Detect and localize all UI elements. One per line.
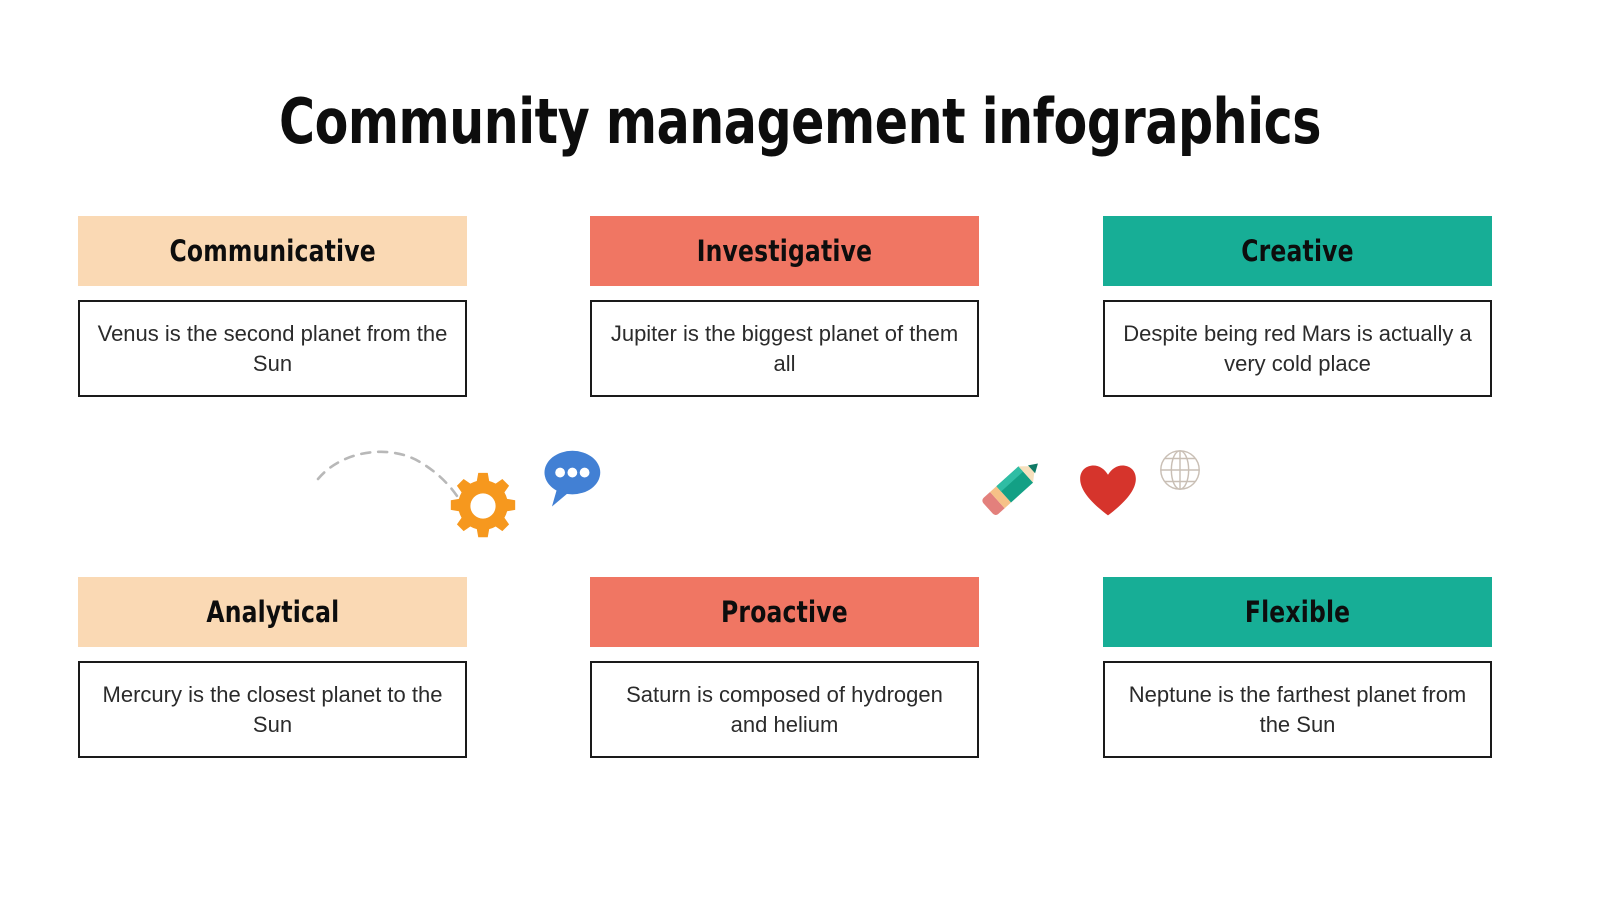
- info-card-body: Saturn is composed of hydrogen and heliu…: [590, 661, 979, 758]
- info-card-investigative[interactable]: Investigative Jupiter is the biggest pla…: [590, 216, 979, 397]
- info-card-body-text: Neptune is the farthest planet from the …: [1128, 681, 1467, 737]
- page-title: Community management infographics: [278, 85, 1322, 158]
- info-card-header: Investigative: [590, 216, 979, 286]
- info-card-header: Communicative: [78, 216, 467, 286]
- info-card-body: Neptune is the farthest planet from the …: [1103, 661, 1492, 758]
- info-card-body: Mercury is the closest planet to the Sun: [78, 661, 467, 758]
- info-card-header: Proactive: [590, 577, 979, 647]
- info-card-body: Venus is the second planet from the Sun: [78, 300, 467, 397]
- info-card-header-label: Flexible: [1244, 595, 1351, 629]
- info-card-header-label: Proactive: [721, 595, 848, 629]
- infographic-grid: Communicative Venus is the second planet…: [78, 216, 1492, 758]
- info-card-header-label: Analytical: [206, 595, 339, 629]
- info-card-header: Analytical: [78, 577, 467, 647]
- info-card-flexible[interactable]: Flexible Neptune is the farthest planet …: [1103, 577, 1492, 758]
- info-card-body-text: Venus is the second planet from the Sun: [97, 320, 448, 376]
- info-card-creative[interactable]: Creative Despite being red Mars is actua…: [1103, 216, 1492, 397]
- info-card-body-text: Jupiter is the biggest planet of them al…: [610, 320, 959, 376]
- info-card-header-label: Creative: [1241, 234, 1354, 268]
- info-card-communicative[interactable]: Communicative Venus is the second planet…: [78, 216, 467, 397]
- info-card-header: Flexible: [1103, 577, 1492, 647]
- info-card-body-text: Despite being red Mars is actually a ver…: [1123, 320, 1472, 376]
- info-card-header-label: Communicative: [169, 234, 376, 268]
- info-card-body: Despite being red Mars is actually a ver…: [1103, 300, 1492, 397]
- info-card-body-text: Saturn is composed of hydrogen and heliu…: [626, 681, 943, 737]
- info-card-proactive[interactable]: Proactive Saturn is composed of hydrogen…: [590, 577, 979, 758]
- info-card-body: Jupiter is the biggest planet of them al…: [590, 300, 979, 397]
- info-card-header-label: Investigative: [696, 234, 873, 268]
- info-card-body-text: Mercury is the closest planet to the Sun: [102, 681, 443, 737]
- info-card-header: Creative: [1103, 216, 1492, 286]
- info-card-analytical[interactable]: Analytical Mercury is the closest planet…: [78, 577, 467, 758]
